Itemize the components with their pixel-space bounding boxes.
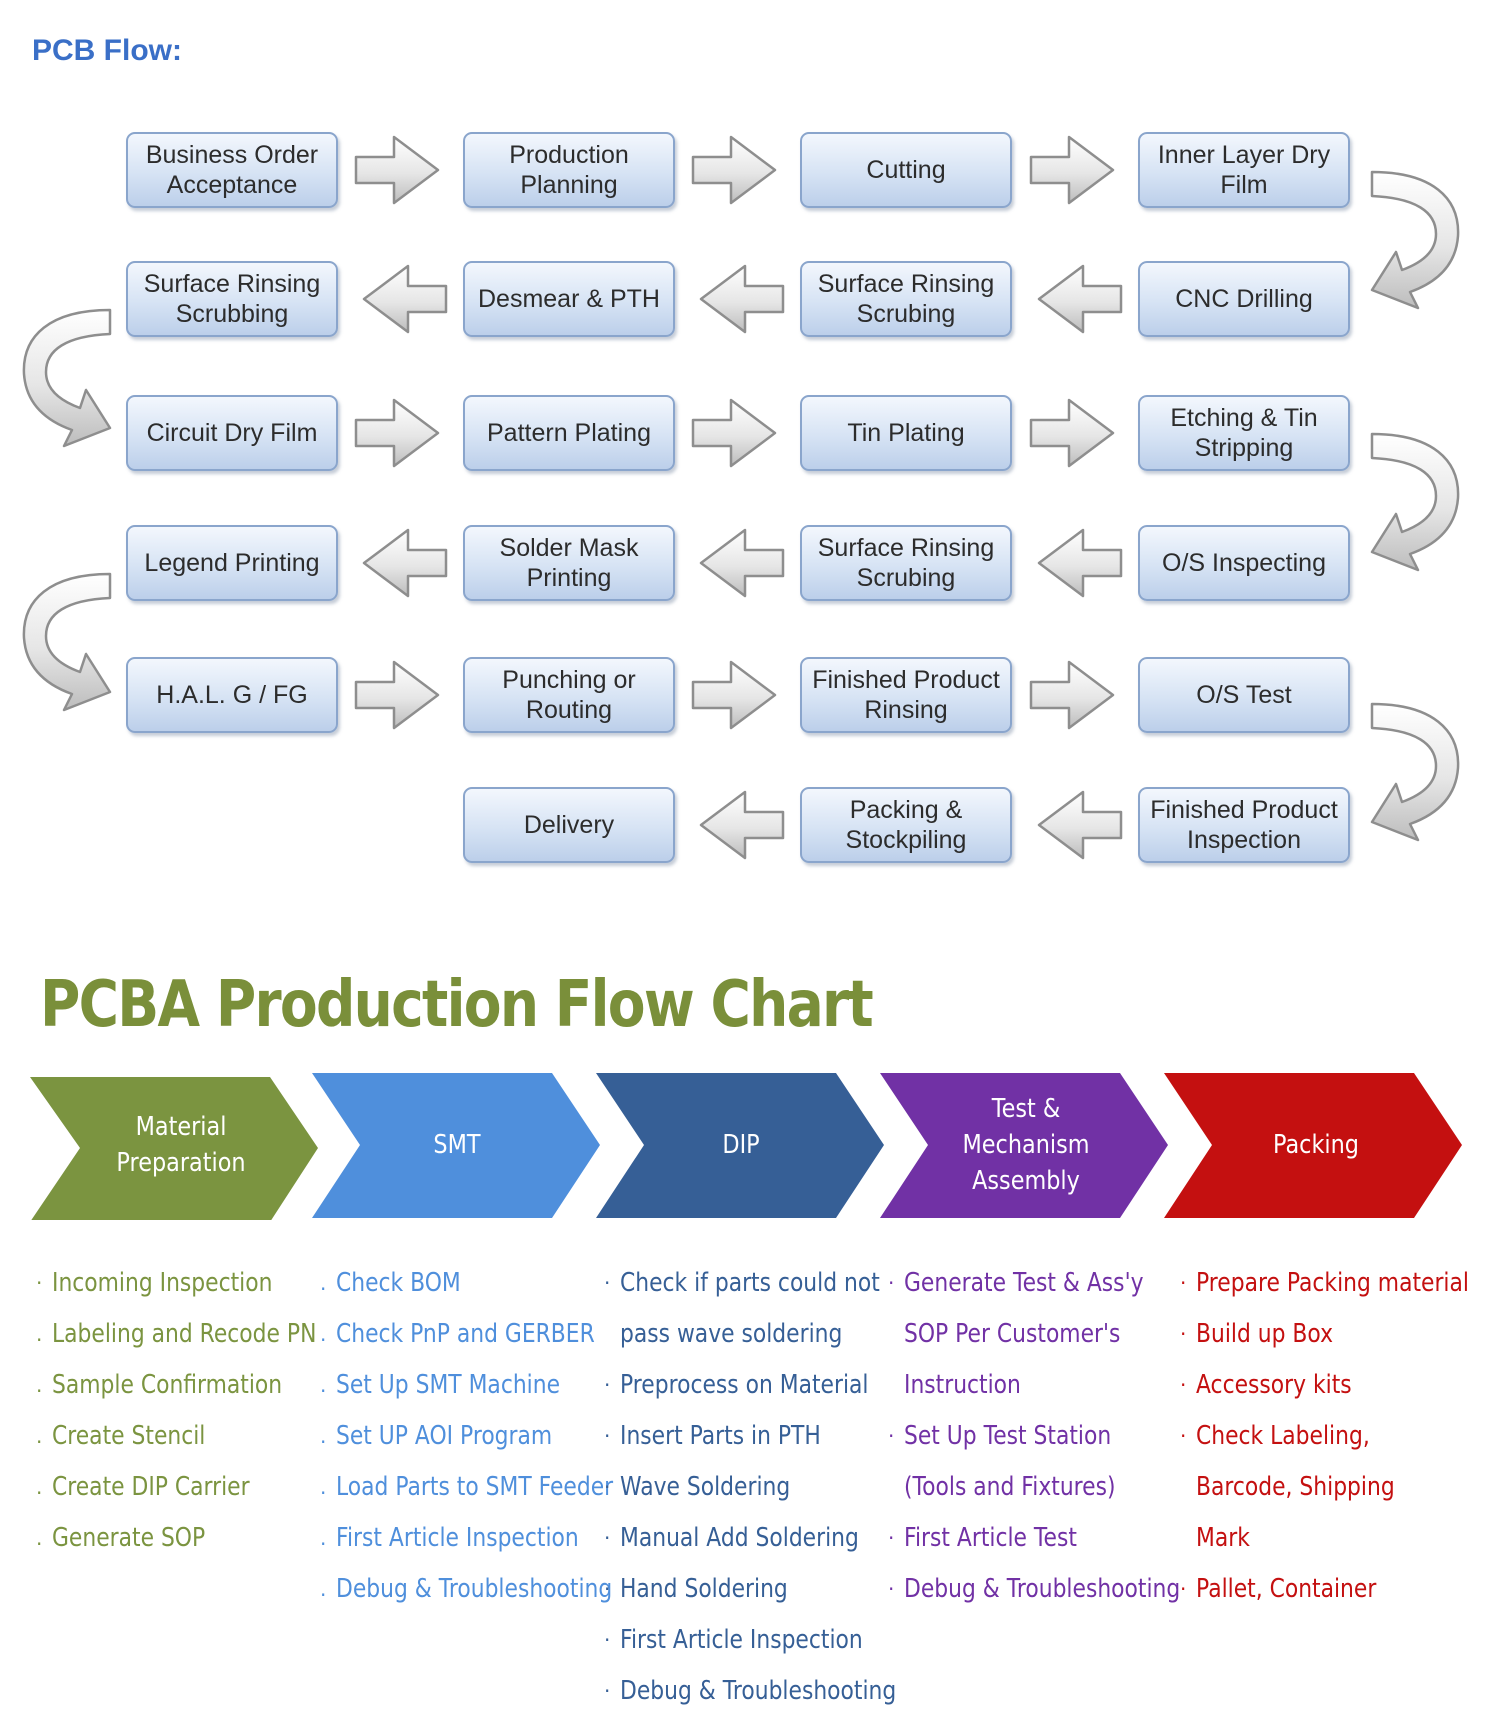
list-dip: ·Check if parts could not pass wave sold… — [604, 1258, 897, 1717]
step-finished-product-rinsing: Finished Product Rinsing — [800, 657, 1012, 733]
uturn-right-icon — [1370, 170, 1460, 310]
step-business-order-acceptance: Business Order Acceptance — [126, 132, 338, 208]
list-item: ·Prepare Packing material — [1180, 1268, 1469, 1298]
list-item: ·Preprocess on Material — [604, 1370, 869, 1400]
step-cnc-drilling: CNC Drilling — [1138, 261, 1350, 337]
list-item: ·Debug & Troubleshooting — [604, 1676, 897, 1706]
list-smt: .Check BOM .Check PnP and GERBER .Set Up… — [320, 1258, 666, 1615]
list-test: ·Generate Test & Ass'y SOP Per Customer'… — [888, 1258, 1181, 1615]
step-delivery: Delivery — [463, 787, 675, 863]
step-desmear-pth: Desmear & PTH — [463, 261, 675, 337]
stage-label-test: Test & Mechanism Assembly — [962, 1094, 1090, 1196]
list-item: ·Incoming Inspection — [36, 1268, 273, 1298]
arrow-right-icon — [1029, 660, 1115, 730]
chevron-packing — [1164, 1073, 1462, 1218]
step-legend-printing: Legend Printing — [126, 525, 338, 601]
list-item: .Load Parts to SMT Feeder — [320, 1472, 614, 1502]
list-item: ·Insert Parts in PTH — [604, 1421, 821, 1451]
list-material: ·Incoming Inspection .Labeling and Recod… — [36, 1258, 367, 1564]
step-finished-product-inspection: Finished Product Inspection — [1138, 787, 1350, 863]
list-item: ·Pallet, Container — [1180, 1574, 1377, 1604]
uturn-right-icon — [1370, 702, 1460, 842]
list-item: ·Debug & Troubleshooting — [888, 1574, 1181, 1604]
arrow-left-icon — [1037, 528, 1123, 598]
list-item: ·Hand Soldering — [604, 1574, 788, 1604]
list-item: ·Wave Soldering — [604, 1472, 791, 1502]
step-surface-rinsing-scrubing: Surface Rinsing Scrubing — [800, 261, 1012, 337]
step-packing-stockpiling: Packing & Stockpiling — [800, 787, 1012, 863]
step-punching-or-routing: Punching or Routing — [463, 657, 675, 733]
list-item: .Debug & Troubleshooting — [320, 1574, 613, 1604]
list-item: ·First Article Test — [888, 1523, 1077, 1553]
arrow-right-icon — [691, 660, 777, 730]
stage-label-material: Material Preparation — [116, 1112, 246, 1178]
arrow-left-icon — [1037, 790, 1123, 860]
list-item: ·Manual Add Soldering — [604, 1523, 859, 1553]
stage-label-smt: SMT — [433, 1130, 481, 1160]
chevron-dip — [596, 1073, 884, 1218]
step-production-planning: Production Planning — [463, 132, 675, 208]
step-os-test: O/S Test — [1138, 657, 1350, 733]
arrow-left-icon — [699, 528, 785, 598]
chevron-test — [880, 1073, 1168, 1218]
uturn-left-icon — [22, 572, 112, 712]
uturn-left-icon — [22, 308, 112, 448]
list-item: ·Set Up Test Station (Tools and Fixtures… — [888, 1421, 1116, 1502]
uturn-right-icon — [1370, 432, 1460, 572]
list-item: ·Check Labeling, Barcode, Shipping Mark — [1180, 1421, 1395, 1553]
list-item: .Create DIP Carrier — [36, 1472, 250, 1502]
step-surface-rinsing-scrubing-2: Surface Rinsing Scrubing — [800, 525, 1012, 601]
list-item: .Check BOM — [320, 1268, 461, 1298]
step-circuit-dry-film: Circuit Dry Film — [126, 395, 338, 471]
arrow-right-icon — [354, 398, 440, 468]
arrow-left-icon — [362, 264, 448, 334]
stage-label-packing: Packing — [1272, 1130, 1359, 1160]
chevron-material — [30, 1077, 318, 1220]
arrow-right-icon — [1029, 398, 1115, 468]
step-cutting: Cutting — [800, 132, 1012, 208]
list-item: .Set Up SMT Machine — [320, 1370, 561, 1400]
pcba-stage-chevrons — [30, 1073, 1462, 1220]
arrow-right-icon — [691, 398, 777, 468]
pcb-flow-title: PCB Flow: — [32, 34, 182, 67]
stage-label-dip: DIP — [722, 1130, 760, 1160]
arrow-right-icon — [354, 135, 440, 205]
list-item: ·Build up Box — [1180, 1319, 1334, 1349]
arrow-left-icon — [699, 264, 785, 334]
list-item: .Set UP AOI Program — [320, 1421, 553, 1451]
step-solder-mask-printing: Solder Mask Printing — [463, 525, 675, 601]
arrow-right-icon — [691, 135, 777, 205]
list-item: .Check PnP and GERBER — [320, 1319, 595, 1349]
list-item: ·Generate Test & Ass'y SOP Per Customer'… — [888, 1268, 1144, 1400]
step-os-inspecting: O/S Inspecting — [1138, 525, 1350, 601]
list-item: .Sample Confirmation — [36, 1370, 283, 1400]
chevron-smt — [312, 1073, 600, 1218]
list-item: ·Check if parts could not pass wave sold… — [604, 1268, 880, 1349]
arrow-right-icon — [354, 660, 440, 730]
pcba-chart-title: PCBA Production Flow Chart — [40, 968, 874, 1042]
arrow-left-icon — [362, 528, 448, 598]
step-hal-g-fg: H.A.L. G / FG — [126, 657, 338, 733]
list-item: ·First Article Inspection — [604, 1625, 863, 1655]
step-tin-plating: Tin Plating — [800, 395, 1012, 471]
arrow-right-icon — [1029, 135, 1115, 205]
list-packing: ·Prepare Packing material ·Build up Box … — [1180, 1258, 1480, 1615]
arrow-left-icon — [1037, 264, 1123, 334]
step-inner-layer-dry-film: Inner Layer Dry Film — [1138, 132, 1350, 208]
list-item: .Labeling and Recode PN — [36, 1319, 317, 1349]
step-pattern-plating: Pattern Plating — [463, 395, 675, 471]
step-etching-tin-stripping: Etching & Tin Stripping — [1138, 395, 1350, 471]
step-surface-rinsing-scrubbing: Surface Rinsing Scrubbing — [126, 261, 338, 337]
list-item: .Create Stencil — [36, 1421, 206, 1451]
list-item: .Generate SOP — [36, 1523, 206, 1553]
list-item: ·Accessory kits — [1180, 1370, 1352, 1400]
list-item: .First Article Inspection — [320, 1523, 579, 1553]
arrow-left-icon — [699, 790, 785, 860]
